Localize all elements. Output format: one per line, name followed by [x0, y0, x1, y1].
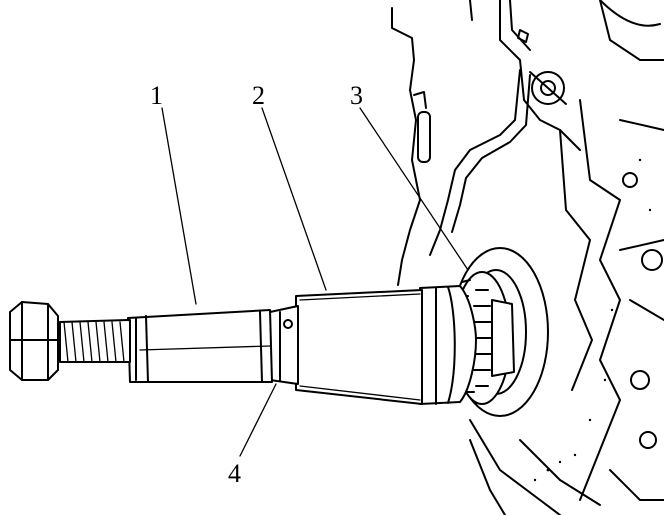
- callout-2: 2: [252, 81, 265, 110]
- callout-3: 3: [350, 81, 363, 110]
- callout-1: 1: [150, 81, 163, 110]
- hex-bolt-head: [9, 301, 59, 381]
- callout-4: 4: [228, 459, 241, 488]
- shaft-stub: [491, 299, 515, 377]
- bracket-bolt: [529, 71, 567, 105]
- leader-lines: [161, 107, 469, 457]
- hex-drive-body: [127, 309, 273, 383]
- tool-sleeve: [269, 285, 477, 405]
- threaded-rod: [59, 319, 131, 363]
- engine-housing: [391, 0, 664, 515]
